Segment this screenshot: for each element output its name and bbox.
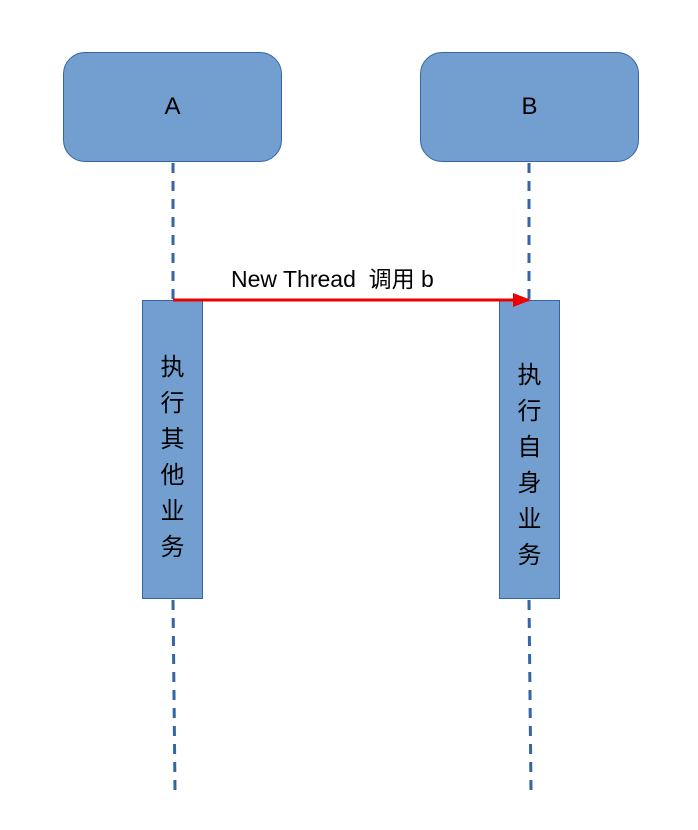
activation-a-text: 执行其他业务 xyxy=(161,349,185,598)
vertical-char: 其 xyxy=(160,425,185,453)
activation-box-b: 执行自身业务 xyxy=(499,300,560,599)
participant-b-label: B xyxy=(521,93,538,120)
vertical-char: 业 xyxy=(160,497,185,525)
vertical-char: 执 xyxy=(160,353,185,381)
activation-box-a: 执行其他业务 xyxy=(142,300,203,599)
activation-b-text: 执行自身业务 xyxy=(518,357,542,598)
vertical-char: 行 xyxy=(160,389,185,417)
message-label: New Thread 调用 b xyxy=(231,266,434,292)
lifeline-a-bottom xyxy=(171,599,177,791)
vertical-char: 业 xyxy=(517,505,542,533)
participant-b: B xyxy=(420,52,639,162)
participant-a-label: A xyxy=(164,93,181,120)
lifeline-b-bottom xyxy=(527,599,533,791)
vertical-char: 他 xyxy=(160,461,185,489)
participant-a: A xyxy=(63,52,282,162)
vertical-char: 行 xyxy=(517,397,542,425)
vertical-char: 自 xyxy=(517,433,542,461)
vertical-char: 身 xyxy=(517,469,542,497)
vertical-char: 执 xyxy=(517,361,542,389)
vertical-char: 务 xyxy=(517,541,542,569)
vertical-char: 务 xyxy=(160,533,185,561)
